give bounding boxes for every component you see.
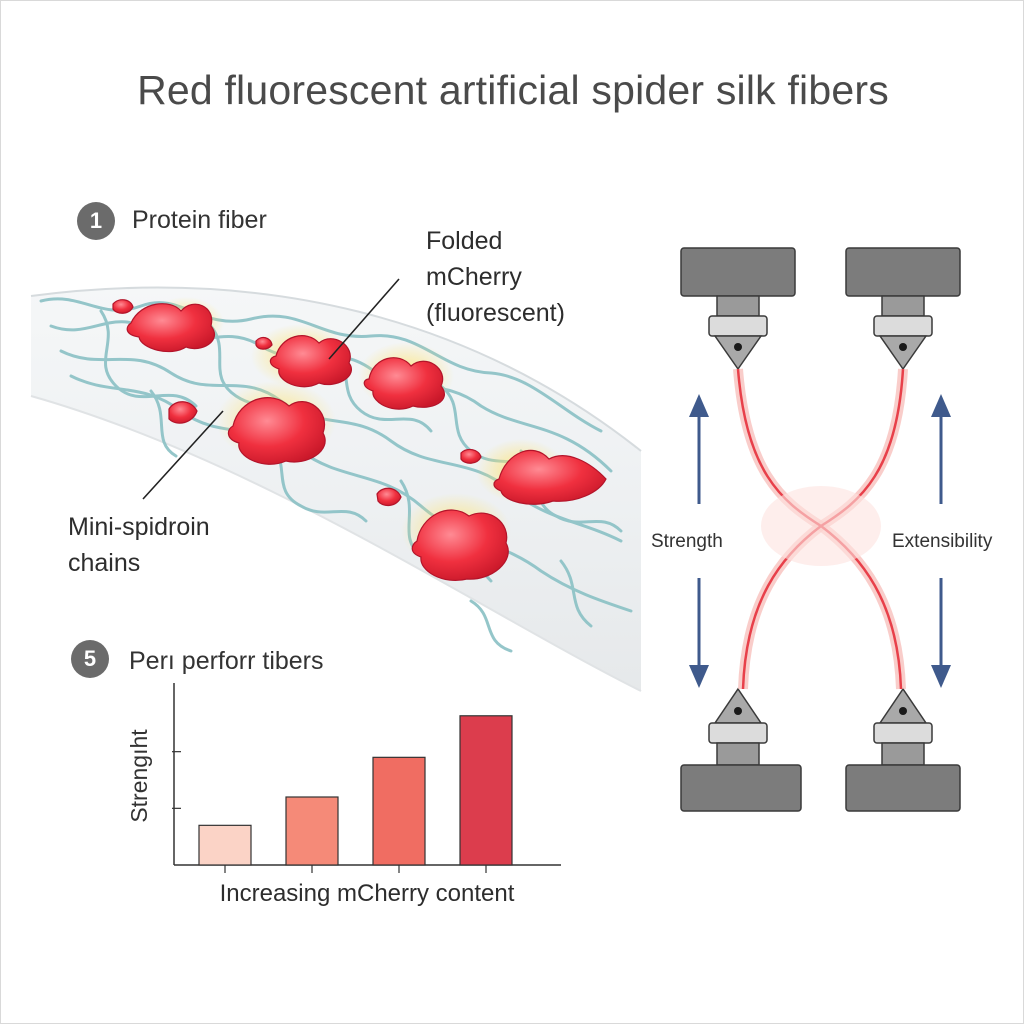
folded-mcherry-line-2: mCherry xyxy=(426,263,522,291)
stretched-silk-fibers xyxy=(733,368,908,690)
mcherry-protein-small xyxy=(168,401,198,424)
mcherry-protein-small xyxy=(376,487,402,507)
mini-spidroin-line-1: Mini-spidroin xyxy=(68,513,210,541)
folded-mcherry-line-3: (fluorescent) xyxy=(426,299,565,327)
mcherry-protein xyxy=(493,449,607,505)
mcherry-protein xyxy=(411,509,509,581)
mcherry-proteins xyxy=(112,299,607,581)
arrow-down-icon xyxy=(931,665,951,688)
clamp-top-left xyxy=(680,247,796,371)
clamp-top-right xyxy=(845,247,961,371)
arrow-up-icon xyxy=(689,394,709,417)
arrow-down-icon xyxy=(689,665,709,688)
mcherry-protein-small xyxy=(460,448,482,464)
mcherry-protein xyxy=(363,357,445,410)
section-1-badge: 1 xyxy=(77,202,115,240)
folded-mcherry-line-1: Folded xyxy=(426,227,503,255)
bar-4 xyxy=(459,715,513,866)
strength-bar-chart: Strengıht Increasing mCherry content xyxy=(126,683,561,907)
mcherry-protein-small xyxy=(255,336,273,350)
bar-3 xyxy=(372,756,426,866)
bar-2 xyxy=(285,796,339,866)
fiber-body xyxy=(31,287,641,691)
tensile-test-apparatus xyxy=(680,247,961,812)
x-axis-label: Increasing mCherry content xyxy=(220,880,515,907)
fiber-bottom-edge xyxy=(30,395,642,692)
arrow-up-icon xyxy=(931,394,951,417)
folded-mcherry-leader xyxy=(328,278,400,360)
mini-spidroin-leader xyxy=(142,410,224,500)
section-5-heading: Perı perforr tibers xyxy=(129,647,324,675)
mcherry-protein xyxy=(227,397,326,465)
strength-label: Strength xyxy=(651,531,723,552)
extensibility-label: Extensibility xyxy=(892,531,993,552)
extensibility-arrows xyxy=(931,394,951,688)
clamp-bottom-right xyxy=(845,687,961,812)
clamp-bottom-left xyxy=(680,687,802,812)
mcherry-protein xyxy=(126,303,215,352)
section-5-badge: 5 xyxy=(71,640,109,678)
mini-spidroin-label: Mini-spidroin chains xyxy=(68,509,210,581)
folded-mcherry-label: Folded mCherry (fluorescent) xyxy=(426,223,565,331)
y-ticks xyxy=(172,751,181,809)
strength-arrows xyxy=(689,394,709,688)
bar-1 xyxy=(198,824,252,866)
mcherry-protein xyxy=(269,335,352,388)
bars xyxy=(198,715,513,873)
page-title: Red fluorescent artificial spider silk f… xyxy=(137,67,889,113)
fiber-top-edge xyxy=(30,286,642,452)
leader-lines xyxy=(142,278,400,500)
section-1-heading: Protein fiber xyxy=(132,206,267,234)
y-axis-label: Strengıht xyxy=(126,729,152,823)
mini-spidroin-line-2: chains xyxy=(68,549,141,577)
mcherry-protein-small xyxy=(112,299,134,314)
